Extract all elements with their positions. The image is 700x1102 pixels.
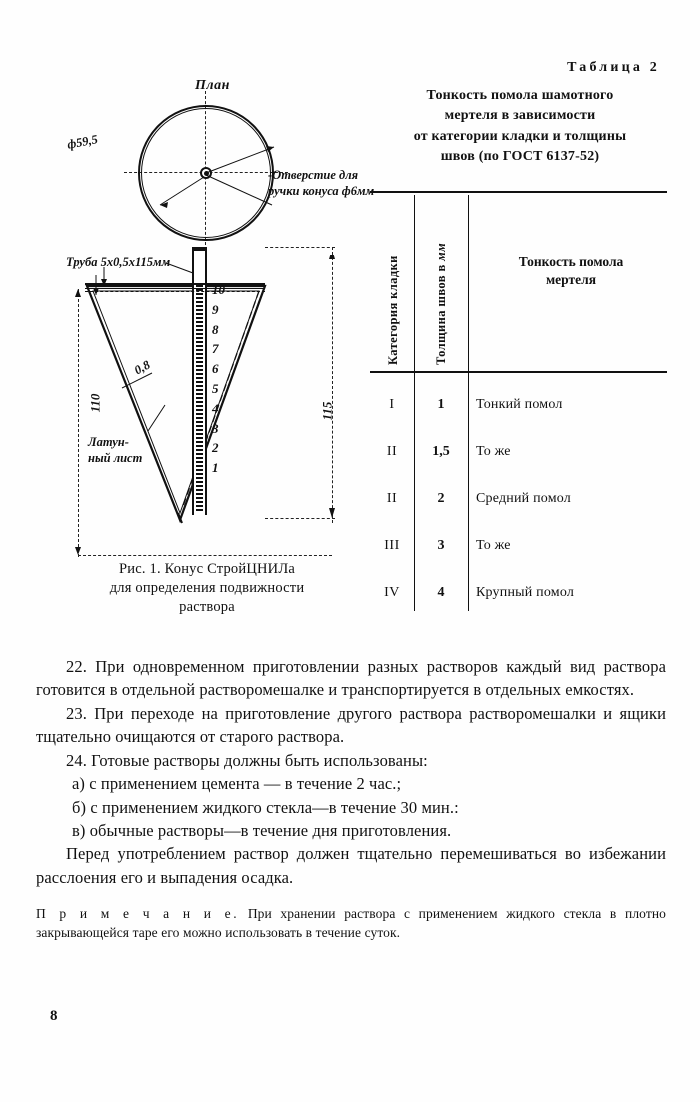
top-area: План ф59,5 -Отверстие для ручки конуса ф… [40,60,670,640]
brass-sheet-label: Латун- ный лист [88,435,172,466]
extension-line-mid-right [265,518,335,519]
table-row: I 1 Тонкий помол [370,397,667,441]
table-row: III 3 То же [370,538,667,582]
table-rule-top [370,191,667,193]
table-row: IV 4 Крупный помол [370,585,667,629]
cell-category: II [386,444,398,459]
figure-caption-line3: раствора [179,599,235,616]
note-text: При хранении раствора с применением жидк… [36,906,666,940]
cell-fineness: То же [476,444,511,459]
column-header-thickness-text: Толщина швов в [434,260,448,365]
column-header-fineness-line2: мертеля [545,272,597,288]
paragraph-22: 22. При одновременном приготовлении разн… [36,657,666,700]
paragraph-final: Перед употреблением раствор должен тщате… [36,844,666,887]
tube-top-cap [194,247,205,251]
tube-spec-label: Труба 5х0,5х115мм [66,255,171,269]
body-text: 22. При одновременном приготовлении разн… [36,655,666,956]
scale-mark: 7 [212,341,219,357]
figure-caption-line2: для определения подвижности [109,580,305,597]
scale-mark: 8 [212,321,219,337]
table-number: Таблица 2 [567,60,660,75]
cell-thickness: 4 [437,585,445,600]
list-item-v: в) обычные растворы—в течение дня пригот… [72,820,452,840]
table-column-divider-2 [468,195,469,611]
column-header-thickness-unit: мм [434,242,448,261]
brass-sheet-label-line1: Латун- [88,435,129,449]
list-item-b: б) с применением жидкого стекла—в течени… [72,797,459,817]
cone-top-rim [85,283,265,289]
plan-leader-lines [159,146,275,208]
figure-cone-drawing: План ф59,5 -Отверстие для ручки конуса ф… [40,60,374,640]
cone-rim-outer [138,105,274,241]
scale-mark: 1 [212,460,219,476]
cell-category: IV [384,585,400,600]
brass-sheet-label-line2: ный лист [88,450,143,465]
cone-rim-hidden-edge [85,291,265,292]
scale-mark: 6 [212,361,219,377]
table-title-line3: от категории кладки и толщины [413,128,627,144]
cell-category: II [386,491,398,506]
cone-body-outline [75,255,335,555]
column-header-category: Категория кладки [386,255,400,365]
cell-thickness: 1,5 [432,444,450,459]
scale-mark: 5 [212,380,219,396]
paragraph-23: 23. При переходе на приготовление другог… [36,703,666,747]
scale-mark: 3 [212,420,219,436]
cell-fineness: Тонкий помол [476,397,563,412]
table-title-line1: Тонкость помола шамотного [426,88,614,103]
fineness-table: Категория кладки Толщина швов в мм Тонко… [370,191,667,611]
column-header-fineness-line1: Тонкость помола [518,254,624,269]
table-row: II 2 Средний помол [370,491,667,535]
column-header-thickness: Толщина швов в мм [434,219,449,365]
cell-fineness: Средний помол [476,491,571,506]
dimension-115: 115 [319,401,335,421]
cell-thickness: 1 [437,397,445,412]
note-label: П р и м е ч а н и е. [36,906,240,922]
page-number: 8 [50,1008,58,1024]
plan-diameter-label: ф59,5 [66,132,99,152]
cell-thickness: 2 [437,491,445,506]
figure-caption-line1: Рис. 1. Конус СтройЦНИЛа [118,561,296,577]
cell-category: I [389,397,395,412]
table-title: Тонкость помола шамотного мертеля в зави… [370,86,670,167]
table-title-line2: мертеля в зависимости [444,108,596,124]
tube-hatching [196,285,203,513]
scale-mark: 2 [212,440,219,456]
plan-view-title: План [195,78,230,93]
dimension-110: 110 [87,393,103,413]
plan-view-circle [124,91,288,255]
cell-thickness: 3 [437,538,445,553]
figure-caption: Рис. 1. Конус СтройЦНИЛа для определения… [52,560,362,617]
cell-category: III [384,538,400,553]
extension-line-right [332,247,333,523]
cone-rim-inner [141,108,271,238]
note-block: П р и м е ч а н и е. При хранении раство… [36,905,666,942]
cell-fineness: Крупный помол [476,585,575,600]
table-heading-block: Таблица 2 Тонкость помола шамотного мерт… [370,60,670,167]
scale-mark: 10 [212,282,225,297]
handle-hole-note: -Отверстие для ручки конуса ф6мм [268,168,375,198]
table-rule-header [370,371,667,373]
paragraph-24: 24. Готовые растворы должны быть использ… [66,750,428,770]
cone-section-view: Труба 5х0,5х115мм 10 9 8 7 6 5 4 3 2 1 0… [60,247,360,565]
cell-fineness: То же [476,538,511,553]
scale-mark: 4 [212,400,219,416]
extension-line-left [78,289,79,557]
table-column-divider-1 [414,195,415,611]
extension-line-bottom [78,555,332,556]
table-row: II 1,5 То же [370,444,667,488]
extension-line-top-right [265,247,335,248]
scale-mark: 9 [212,301,219,317]
graduation-scale: 10 9 8 7 6 5 4 3 2 1 [212,280,246,478]
list-item-a: а) с применением цемента — в течение 2 ч… [72,774,402,794]
table-title-line4: швов (по ГОСТ 6137-52) [440,148,600,164]
column-header-fineness: Тонкость помола мертеля [478,253,664,289]
